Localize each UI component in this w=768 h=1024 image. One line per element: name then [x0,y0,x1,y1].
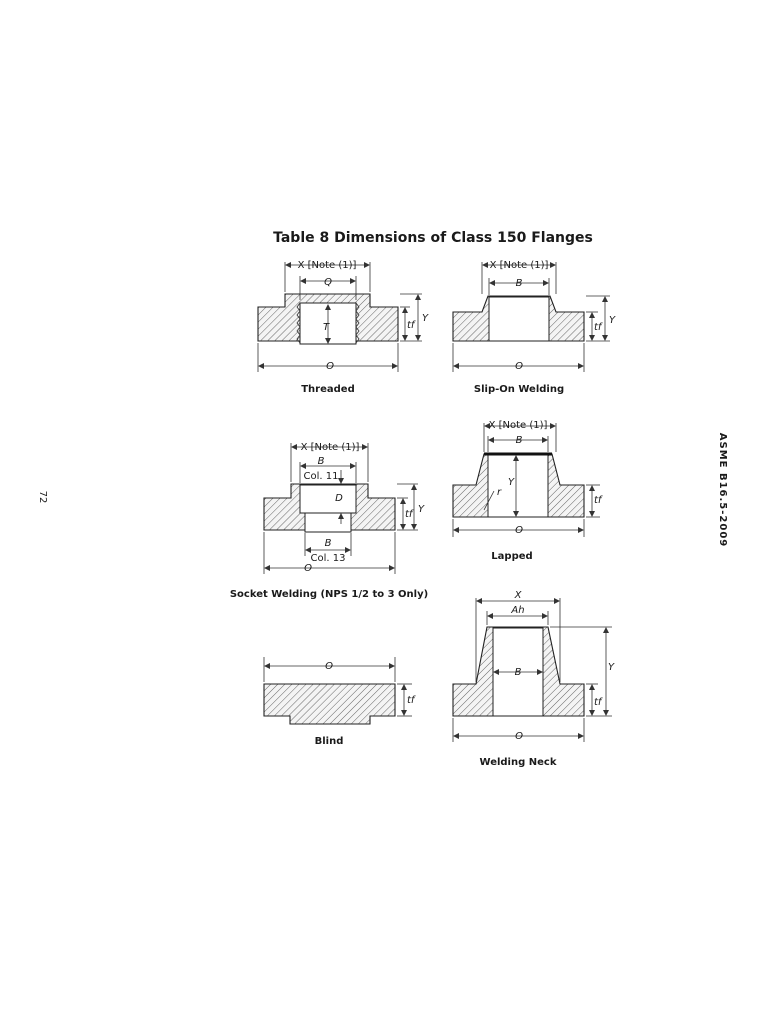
weldneck-y-label: Y [608,662,615,673]
lapped-b-label: B [516,435,523,446]
weldneck-o-label: O [515,731,523,742]
lapped-flange-figure [452,423,600,537]
socket-col13-label: Col. 13 [311,553,346,564]
slipon-y-label: Y [609,315,616,326]
weldneck-tf-label: tf [594,697,603,708]
socket-col11-label: Col. 11 [304,471,339,482]
threaded-x-label: X [Note (1)] [298,260,357,271]
blind-flange-figure [263,657,412,725]
welding-neck-flange-figure [452,598,612,742]
caption-lapped: Lapped [491,551,532,562]
caption-welding-neck: Welding Neck [480,757,557,768]
slipon-b-label: B [516,278,523,289]
weldneck-x-label: X [514,590,523,601]
threaded-o-label: O [326,361,334,372]
slipon-x-label: X [Note (1)] [490,260,549,271]
table-title: Table 8 Dimensions of Class 150 Flanges [273,230,593,246]
lapped-x-label: X [Note (1)] [489,420,548,431]
socket-d-label: D [335,493,343,504]
slip-on-flange-figure [452,262,610,372]
slipon-tf-label: tf [594,322,603,333]
socket-o-label: O [304,563,312,574]
weldneck-ah-label: Ah [510,605,524,616]
caption-slip-on: Slip-On Welding [474,384,564,395]
weldneck-b-label: B [515,667,522,678]
socket-b-bottom-label: B [325,538,332,549]
socket-x-label: X [Note (1)] [301,442,360,453]
lapped-tf-label: tf [594,495,603,506]
socket-y-label: Y [418,504,425,515]
caption-threaded: Threaded [301,384,355,395]
caption-socket-welding: Socket Welding (NPS 1/2 to 3 Only) [230,589,428,600]
threaded-flange-figure [257,262,422,372]
socket-tf-label: tf [405,509,414,520]
threaded-y-label: Y [422,313,429,324]
threaded-t-label: T [323,322,330,333]
socket-b-top-label: B [318,456,325,467]
threaded-q-label: Q [324,277,332,288]
blind-o-label: O [325,661,333,672]
lapped-y-label: Y [508,477,515,488]
page-number: 72 [37,491,48,504]
lapped-r-label: r [497,487,502,498]
slipon-o-label: O [515,361,523,372]
caption-blind: Blind [315,736,344,747]
lapped-o-label: O [515,525,523,536]
blind-tf-label: tf [407,695,416,706]
threaded-tf-label: tf [407,320,416,331]
side-header: ASME B16.5-2009 [717,433,728,547]
socket-welding-flange-figure [263,443,418,574]
